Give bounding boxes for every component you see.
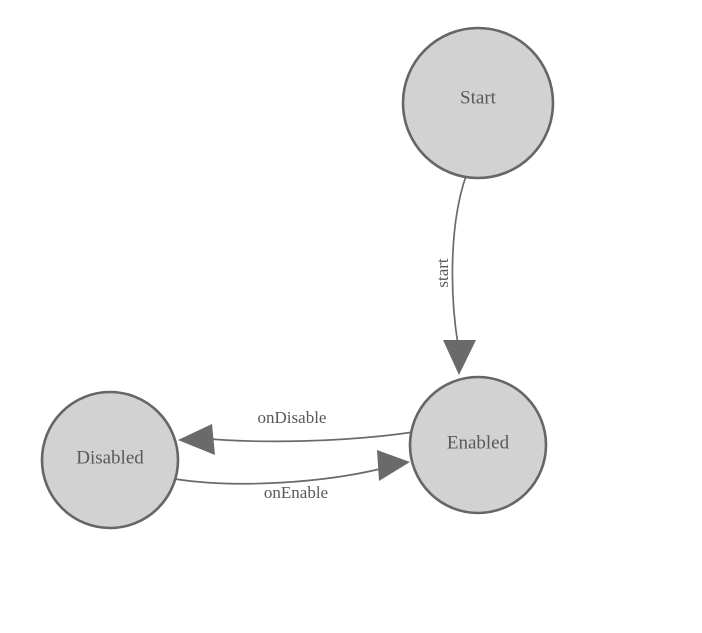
node-start-circle [401,26,555,180]
arrowhead-into-enabled-from-disabled [377,450,410,481]
arrowhead-into-disabled [178,424,215,455]
edge-label-on-disable: onDisable [258,408,327,427]
edge-start-to-enabled-path [451,175,467,346]
arrowhead-into-enabled-from-start [443,340,476,375]
edge-label-start: start [433,258,452,288]
node-enabled-circle [408,375,548,515]
node-disabled[interactable]: Disabled [40,390,180,530]
edge-start-to-enabled[interactable]: start [433,175,476,375]
node-enabled-label: Enabled [447,432,510,453]
node-disabled-label: Disabled [76,447,144,468]
node-enabled[interactable]: Enabled [408,375,548,515]
edge-disabled-to-enabled[interactable]: onEnable [174,450,410,502]
node-disabled-circle [40,390,180,530]
edge-label-on-enable: onEnable [264,483,328,502]
edge-disabled-to-enabled-path [174,468,381,485]
edge-enabled-to-disabled[interactable]: onDisable [178,408,415,455]
edge-enabled-to-disabled-path [198,431,415,443]
node-start-label: Start [460,87,497,108]
node-start[interactable]: Start [401,26,555,180]
